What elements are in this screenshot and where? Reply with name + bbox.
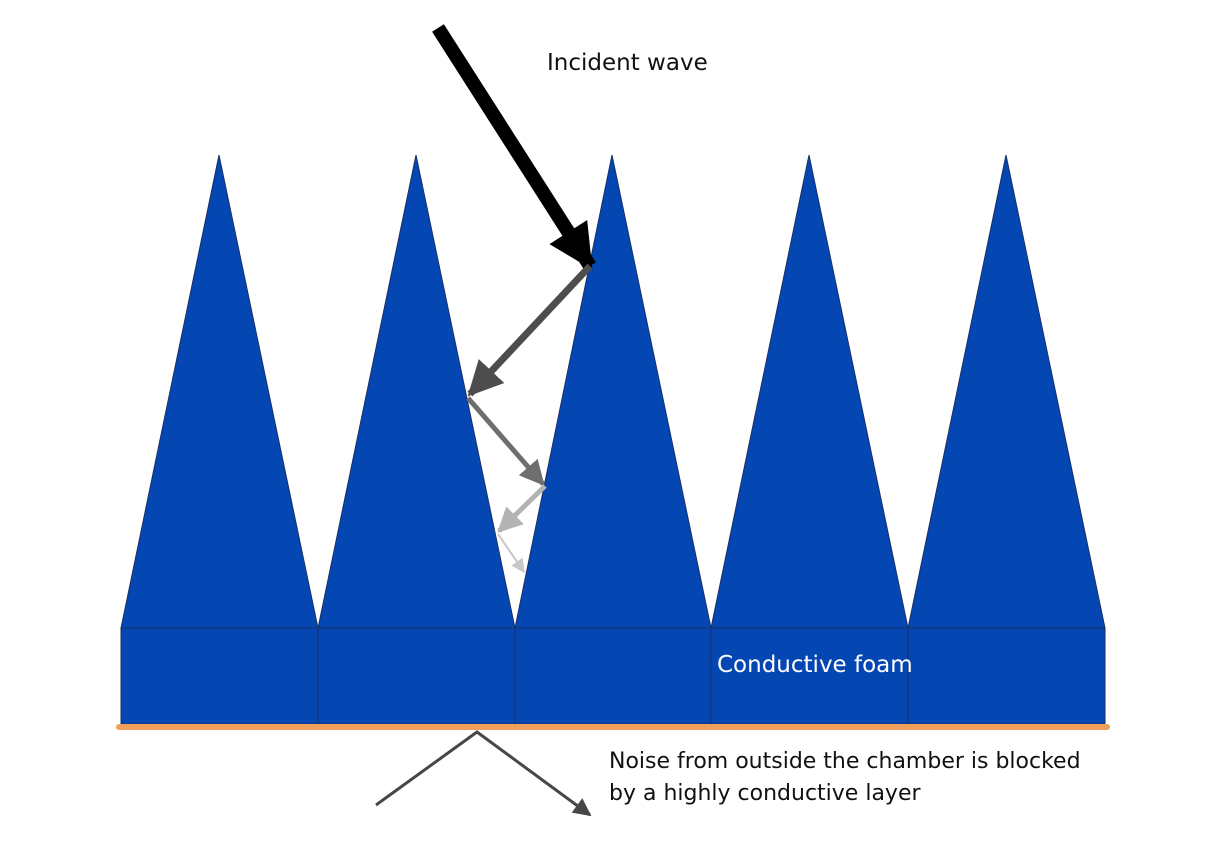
conductive-foam-label: Conductive foam xyxy=(717,652,913,678)
reflection-arrow-2 xyxy=(466,396,545,486)
absorber-pyramid-2 xyxy=(317,154,516,629)
absorber-pyramid-3 xyxy=(514,154,712,629)
reflection-arrow-3 xyxy=(497,484,547,533)
foam-block-5 xyxy=(907,627,1106,725)
reflection-arrow-4 xyxy=(497,533,525,574)
noise-reflection-arrow xyxy=(375,730,592,817)
reflection-arrow-1 xyxy=(467,263,593,397)
absorber-pyramid-1 xyxy=(120,154,319,629)
foam-base-blocks xyxy=(120,627,1106,725)
noise-blocked-caption: Noise from outside the chamber is blocke… xyxy=(609,746,1081,810)
foam-block-2 xyxy=(317,627,516,725)
absorber-pyramid-4 xyxy=(710,154,909,629)
foam-block-4 xyxy=(710,627,909,725)
foam-block-3 xyxy=(514,627,712,725)
incident-wave-arrow xyxy=(432,24,596,270)
foam-block-1 xyxy=(120,627,319,725)
absorber-pyramid-5 xyxy=(907,154,1106,629)
absorber-pyramids xyxy=(120,154,1106,629)
incident-wave-label: Incident wave xyxy=(547,50,708,76)
noise-caption-line-1: Noise from outside the chamber is blocke… xyxy=(609,749,1081,774)
noise-caption-line-2: by a highly conductive layer xyxy=(609,781,921,806)
